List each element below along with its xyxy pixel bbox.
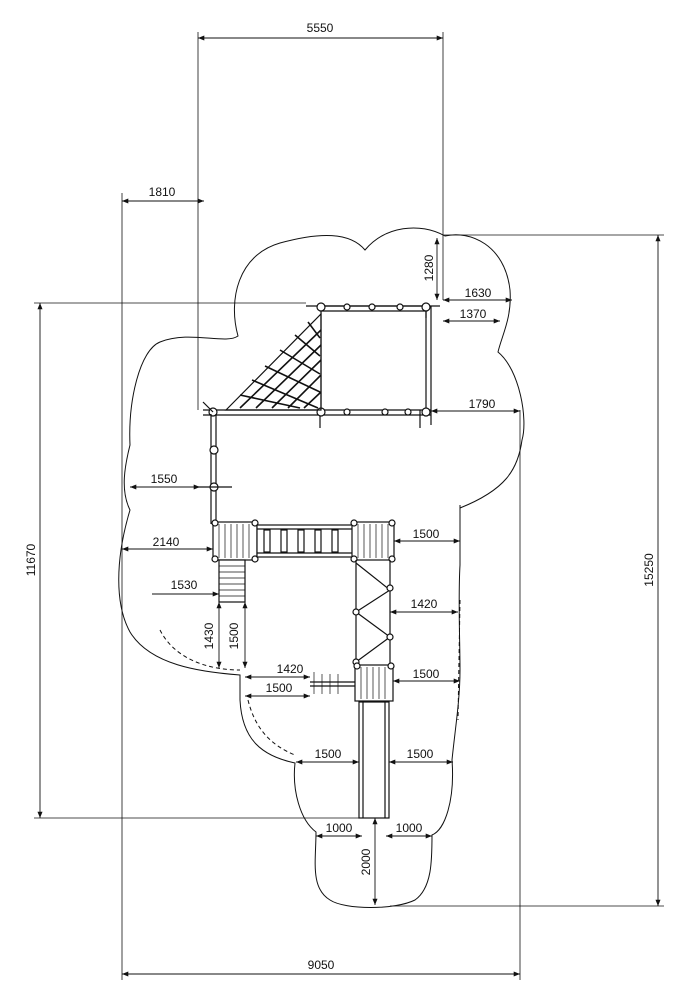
dim-label-1500-low-left: 1500	[315, 747, 342, 761]
dim-left-total-height	[34, 302, 359, 819]
safety-zone-dashed-4	[457, 599, 461, 721]
dim-label-1500-low-right: 1500	[407, 747, 434, 761]
dim-label-1790: 1790	[469, 397, 496, 411]
bridge	[256, 524, 355, 558]
dim-label-1550: 1550	[151, 472, 178, 486]
dim-label-1370: 1370	[460, 307, 487, 321]
dim-top-width	[197, 32, 444, 410]
dim-label-1280: 1280	[422, 254, 436, 281]
safety-zone-dashed-2	[247, 699, 296, 756]
dim-right-total-height	[390, 234, 664, 907]
dim-label-2140: 2140	[153, 535, 180, 549]
dim-label-2000: 2000	[359, 848, 373, 875]
climbing-net	[224, 312, 322, 411]
dim-label-left-total-height: 11670	[24, 543, 38, 576]
dim-label-left-offset: 1810	[149, 185, 176, 199]
dim-label-1500-b: 1500	[266, 681, 293, 695]
ladder	[218, 559, 246, 603]
frame-nodes	[208, 302, 431, 417]
dim-label-right-total-height: 15250	[642, 553, 656, 587]
left-pole-column	[198, 401, 232, 524]
safety-zone-dashed-1	[159, 629, 241, 671]
dim-label-1500-c: 1500	[413, 667, 440, 681]
dim-label-top-width: 5550	[307, 21, 334, 35]
side-steps	[310, 672, 355, 694]
dim-label-1430: 1430	[202, 622, 216, 649]
dim-label-1420-b: 1420	[277, 662, 304, 676]
dim-label-1530: 1530	[171, 578, 198, 592]
dim-bottom-width	[121, 210, 521, 980]
dim-label-1500-vert: 1500	[227, 622, 241, 649]
dim-label-1500-a: 1500	[413, 527, 440, 541]
dim-label-1000-left: 1000	[326, 821, 353, 835]
dim-label-bottom-width: 9050	[308, 958, 335, 972]
truss-connector	[352, 560, 394, 666]
lower-tower-deck	[353, 662, 395, 702]
slide	[358, 701, 390, 819]
dim-label-1420-a: 1420	[411, 597, 438, 611]
dim-left-offset	[121, 193, 204, 210]
right-upper-tower-deck	[350, 519, 396, 563]
left-tower-deck	[211, 519, 259, 563]
dim-label-1630: 1630	[465, 286, 492, 300]
dim-label-1000-right: 1000	[396, 821, 423, 835]
